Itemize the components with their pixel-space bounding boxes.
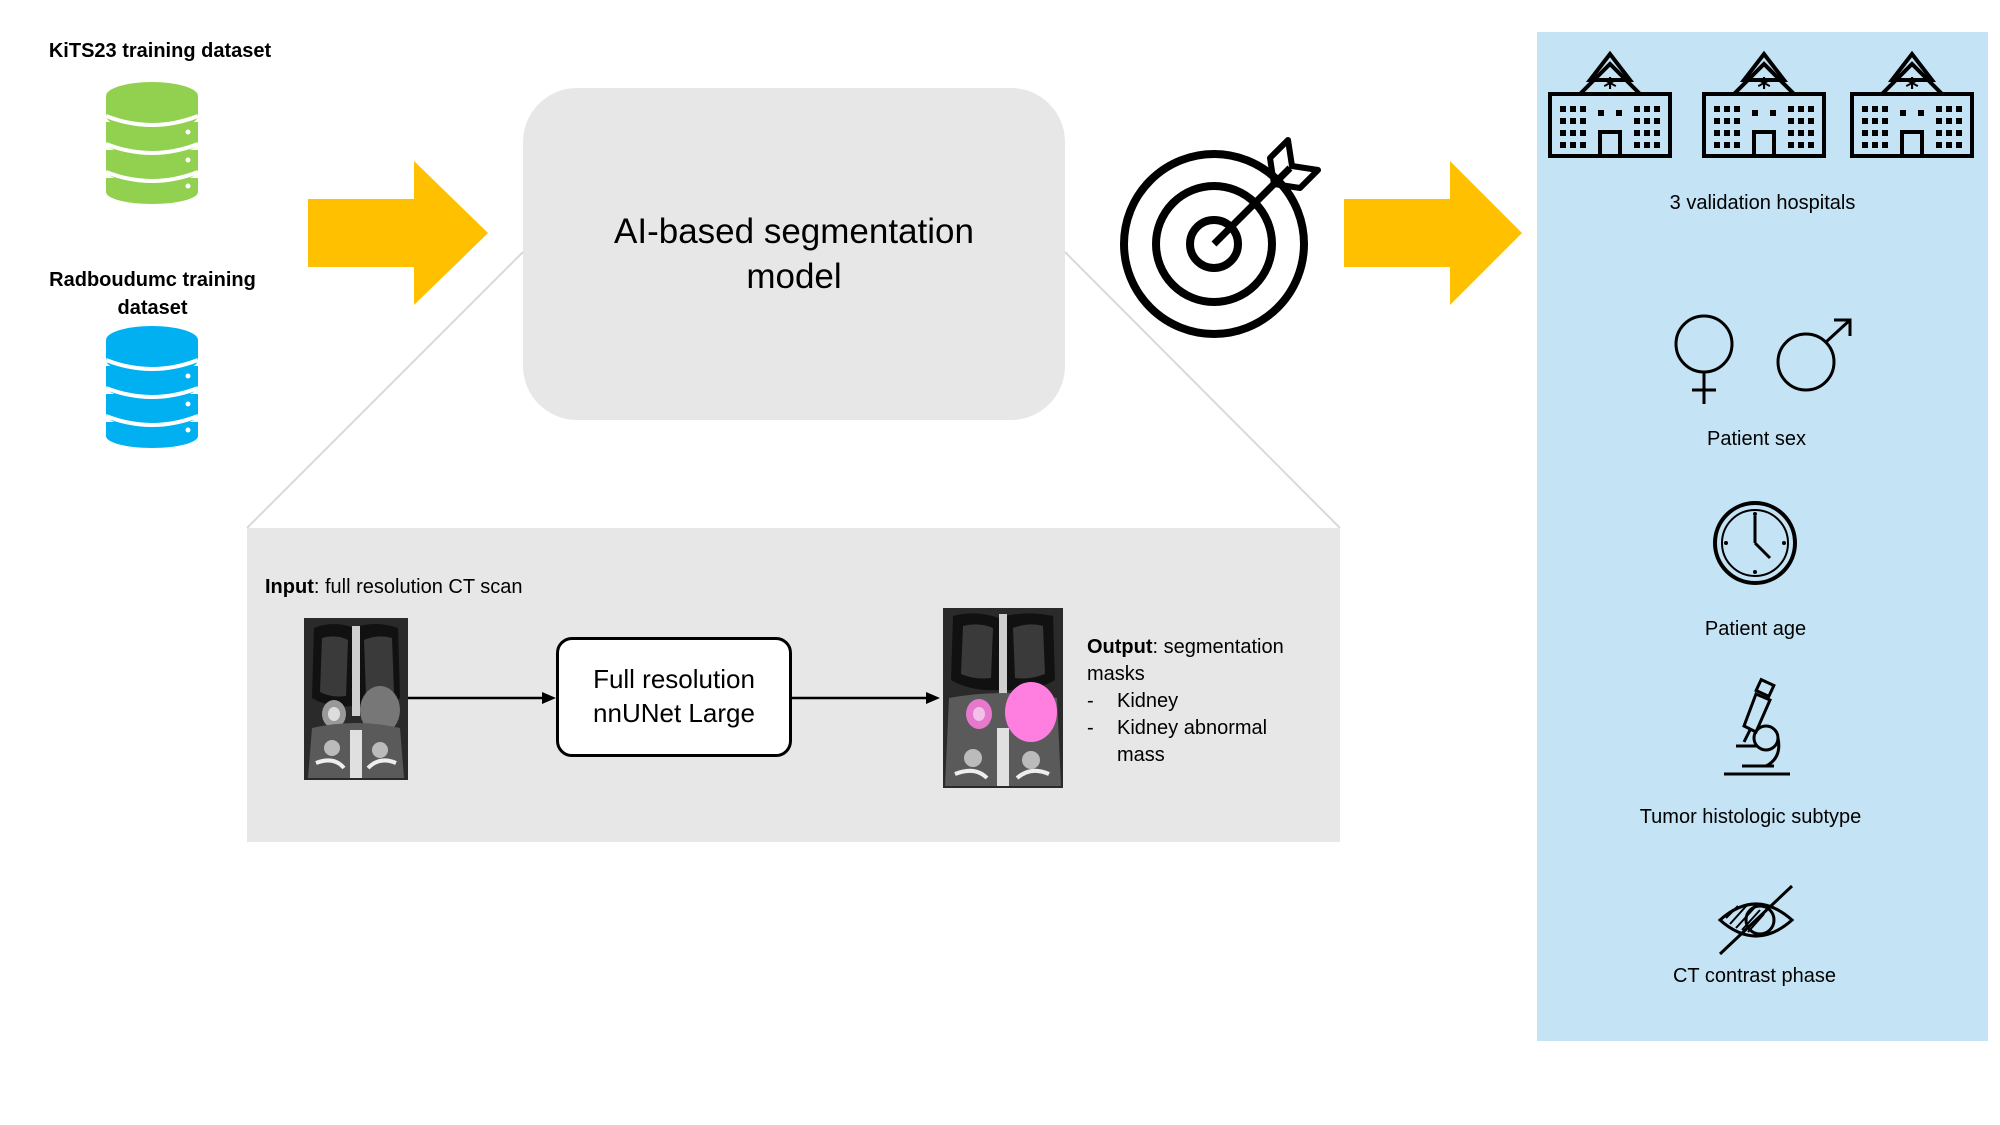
input-label-rest: : full resolution CT scan <box>313 576 523 598</box>
target-icon <box>1120 137 1321 338</box>
kits-database-icon <box>105 82 199 204</box>
radboud-label-line2: dataset <box>117 297 188 319</box>
output-label-bold: Output <box>1087 636 1153 658</box>
input-label: Input: full resolution CT scan <box>265 576 523 599</box>
arrow-datasets-to-model <box>308 161 488 305</box>
eye-slash-icon <box>1717 884 1795 956</box>
svg-text:*: * <box>1757 73 1771 103</box>
output-description: Output: segmentation masks - Kidney - Ki… <box>1087 634 1337 769</box>
clock-icon <box>1713 501 1797 585</box>
svg-text:*: * <box>1603 73 1617 103</box>
output-item-kidney: - Kidney <box>1087 688 1337 715</box>
hospitals-label: 3 validation hospitals <box>1669 192 1856 214</box>
input-label-bold: Input <box>265 576 314 598</box>
hospital-icon: * <box>1548 50 1672 158</box>
patient-sex-label: Patient sex <box>1707 428 1806 450</box>
ct-contrast-phase-label: CT contrast phase <box>1672 965 1837 987</box>
radboud-label-line1: Radboudumc training <box>49 269 256 291</box>
nnunet-line2: nnUNet Large <box>593 698 755 728</box>
bullet: - <box>1087 717 1094 739</box>
nnunet-line1: Full resolution <box>593 664 755 695</box>
microscope-icon <box>1724 677 1790 776</box>
output-segmentation-image <box>943 608 1063 788</box>
output-item-mass: - Kidney abnormal <box>1087 715 1337 742</box>
tumor-histology-label: Tumor histologic subtype <box>1639 806 1862 828</box>
output-label-line2: masks <box>1087 663 1145 685</box>
radboud-database-icon <box>105 326 199 448</box>
nnunet-model-box: Full resolution nnUNet Large <box>556 637 792 757</box>
validation-panel <box>1537 32 1988 1041</box>
pipeline-arrow-output <box>792 692 940 704</box>
bullet: - <box>1087 690 1094 712</box>
pipeline-detail-panel <box>247 528 1340 842</box>
female-icon <box>1674 314 1734 404</box>
output-item-label: Kidney <box>1117 690 1179 712</box>
hospital-icon: * <box>1850 50 1974 158</box>
input-ct-scan-image <box>304 618 408 780</box>
model-title-line1: AI-based segmentation <box>614 211 974 251</box>
patient-age-label: Patient age <box>1704 618 1807 640</box>
model-title-line2: model <box>746 257 842 296</box>
segmentation-model-box: AI-based segmentation model <box>523 88 1065 420</box>
male-icon <box>1776 318 1852 392</box>
hospital-icon: * <box>1702 50 1826 158</box>
radboud-dataset-label: Radboudumc training dataset <box>20 266 285 322</box>
svg-text:*: * <box>1905 73 1919 103</box>
output-item-label-cont: mass <box>1117 744 1165 766</box>
output-item-label: Kidney abnormal <box>1117 717 1268 739</box>
kits-dataset-label: KiTS23 training dataset <box>48 40 272 62</box>
output-label-rest: : segmentation <box>1152 636 1284 658</box>
pipeline-arrow-input <box>408 692 556 704</box>
arrow-model-to-validation <box>1344 161 1522 305</box>
